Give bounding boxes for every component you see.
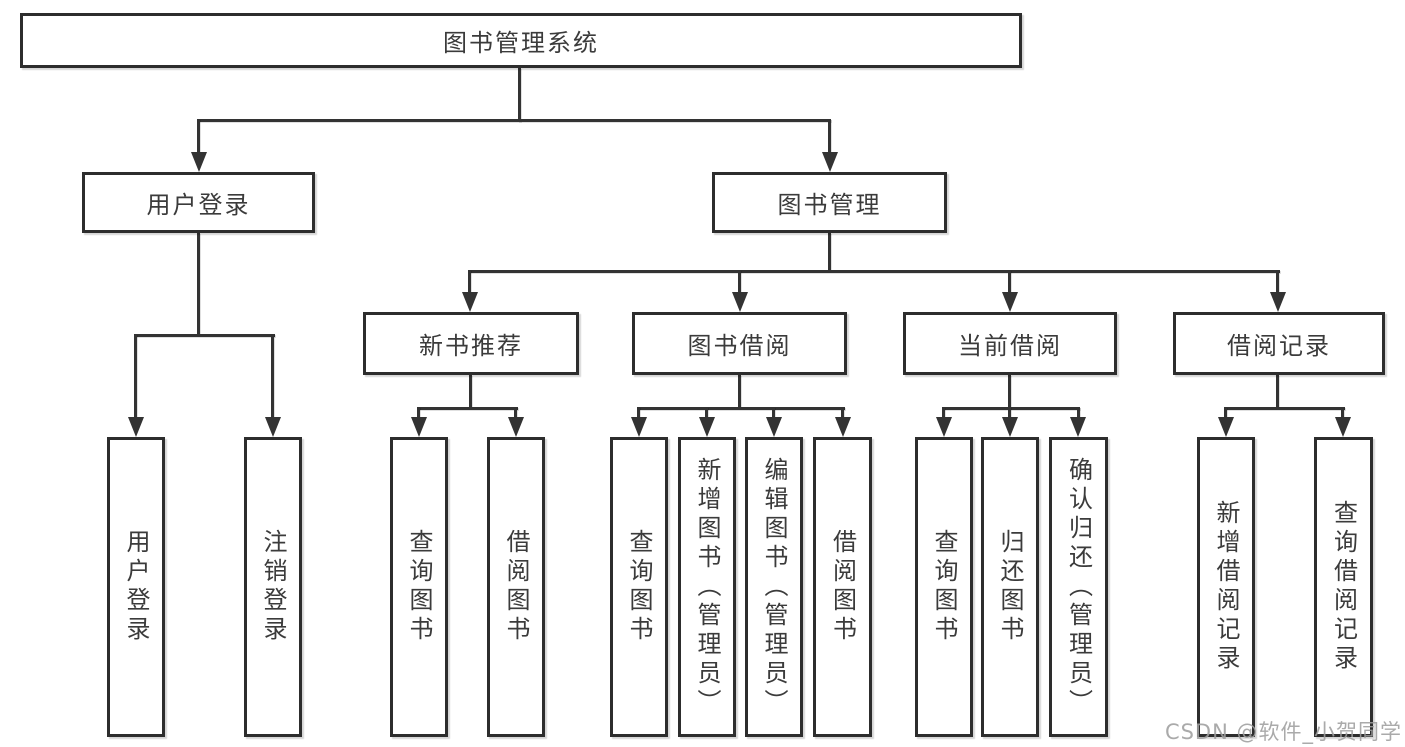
arrowhead-user-login [191,152,207,172]
connector-drop-cb-query [942,407,945,421]
node-user-login-branch: 用户登录 [82,172,315,233]
leaf-bb-add-books-admin-label: 新增图书（管理员） [693,456,721,718]
leaf-nb-borrow-books-label: 借阅图书 [502,529,530,645]
node-borrowing-records: 借阅记录 [1173,312,1385,375]
arrowhead-current-borrow [1002,292,1018,312]
leaf-logout: 注销登录 [244,437,302,737]
arrowhead-cb-return [1002,417,1018,437]
connector-drop-bb-borrow [841,407,844,421]
node-borrowing-records-label: 借阅记录 [1227,332,1331,360]
leaf-nb-query-books: 查询图书 [390,437,448,737]
arrowhead-login-leaf [128,417,144,437]
connector-borrow-records-horizontal [1224,407,1345,410]
node-current-borrowing-label: 当前借阅 [958,332,1062,360]
connector-book-borrow-stem [738,375,741,409]
leaf-cb-confirm-return-admin-label: 确认归还（管理员） [1064,456,1093,718]
connector-drop-login-leaf [134,334,137,422]
connector-current-borrow-stem [1008,375,1011,409]
connector-drop-bb-add [705,407,708,421]
node-book-management-branch: 图书管理 [712,172,947,233]
connector-drop-logout-leaf [271,334,274,422]
arrowhead-bb-borrow [835,417,851,437]
leaf-user-login-label: 用户登录 [122,529,150,645]
connector-drop-user-login [197,119,200,155]
leaf-cb-confirm-return-admin: 确认归还（管理员） [1049,437,1108,737]
leaf-br-add-record: 新增借阅记录 [1197,437,1255,737]
csdn-watermark: CSDN @软件_小贺同学 [1164,720,1402,744]
arrowhead-br-add [1218,417,1234,437]
connector-drop-book-borrow [738,270,741,297]
arrowhead-br-query [1335,417,1351,437]
connector-user-login-horizontal [134,334,275,337]
connector-drop-nb-query [417,407,420,421]
arrowhead-cb-query [936,417,952,437]
connector-drop-new-books [468,270,471,297]
node-book-borrowing-label: 图书借阅 [687,332,792,360]
arrowhead-cb-confirm [1070,417,1086,437]
arrowhead-nb-borrow [508,417,524,437]
arrowhead-bb-edit [766,417,782,437]
leaf-bb-query-books-label: 查询图书 [625,529,653,645]
connector-current-borrow-horizontal [942,407,1080,410]
leaf-bb-borrow-books-label: 借阅图书 [828,529,857,645]
arrowhead-bb-query [631,417,647,437]
arrowhead-borrow-records [1270,292,1286,312]
leaf-nb-query-books-label: 查询图书 [405,529,433,645]
leaf-cb-return-books-label: 归还图书 [996,529,1024,645]
connector-drop-bb-query [637,407,640,421]
leaf-br-query-record-label: 查询借阅记录 [1329,500,1358,674]
connector-book-management-horizontal [468,270,1280,273]
leaf-br-add-record-label: 新增借阅记录 [1212,500,1240,674]
connector-new-books-horizontal [417,407,518,410]
leaf-cb-query-books-label: 查询图书 [930,529,958,645]
connector-drop-cb-return [1008,407,1011,421]
node-book-borrowing: 图书借阅 [632,312,847,375]
connector-drop-br-add [1224,407,1227,421]
arrowhead-nb-query [411,417,427,437]
arrowhead-book-borrow [732,292,748,312]
connector-drop-nb-borrow [514,407,517,421]
arrowhead-logout-leaf [265,417,281,437]
leaf-br-query-record: 查询借阅记录 [1314,437,1373,737]
leaf-bb-edit-books-admin-label: 编辑图书（管理员） [760,456,788,718]
connector-root-stem [518,68,521,122]
leaf-cb-return-books: 归还图书 [981,437,1039,737]
connector-book-management-stem [828,233,831,272]
connector-root-horizontal [197,119,831,122]
connector-new-books-stem [469,375,472,409]
leaf-bb-query-books: 查询图书 [610,437,668,737]
leaf-cb-query-books: 查询图书 [915,437,973,737]
leaf-bb-borrow-books: 借阅图书 [813,437,872,737]
connector-borrow-records-stem [1276,375,1279,409]
arrowhead-new-books [462,292,478,312]
leaf-nb-borrow-books: 借阅图书 [487,437,545,737]
connector-drop-book-management [828,119,831,155]
node-current-borrowing: 当前借阅 [903,312,1117,375]
node-new-book-recommend: 新书推荐 [363,312,579,375]
arrowhead-bb-add [699,417,715,437]
connector-drop-borrow-records [1276,270,1279,297]
node-book-management-branch-label: 图书管理 [777,191,882,219]
connector-user-login-stem [197,233,200,336]
connector-drop-current-borrow [1008,270,1011,297]
connector-drop-bb-edit [772,407,775,421]
node-root: 图书管理系统 [20,13,1022,68]
node-root-label: 图书管理系统 [443,29,599,57]
connector-drop-cb-confirm [1077,407,1080,421]
leaf-user-login: 用户登录 [107,437,165,737]
connector-book-borrow-horizontal [637,407,845,410]
node-user-login-branch-label: 用户登录 [146,191,251,219]
connector-drop-br-query [1341,407,1344,421]
node-new-book-recommend-label: 新书推荐 [419,332,523,360]
leaf-bb-add-books-admin: 新增图书（管理员） [678,437,736,737]
leaf-logout-label: 注销登录 [259,529,287,645]
arrowhead-book-management [822,152,838,172]
leaf-bb-edit-books-admin: 编辑图书（管理员） [745,437,803,737]
